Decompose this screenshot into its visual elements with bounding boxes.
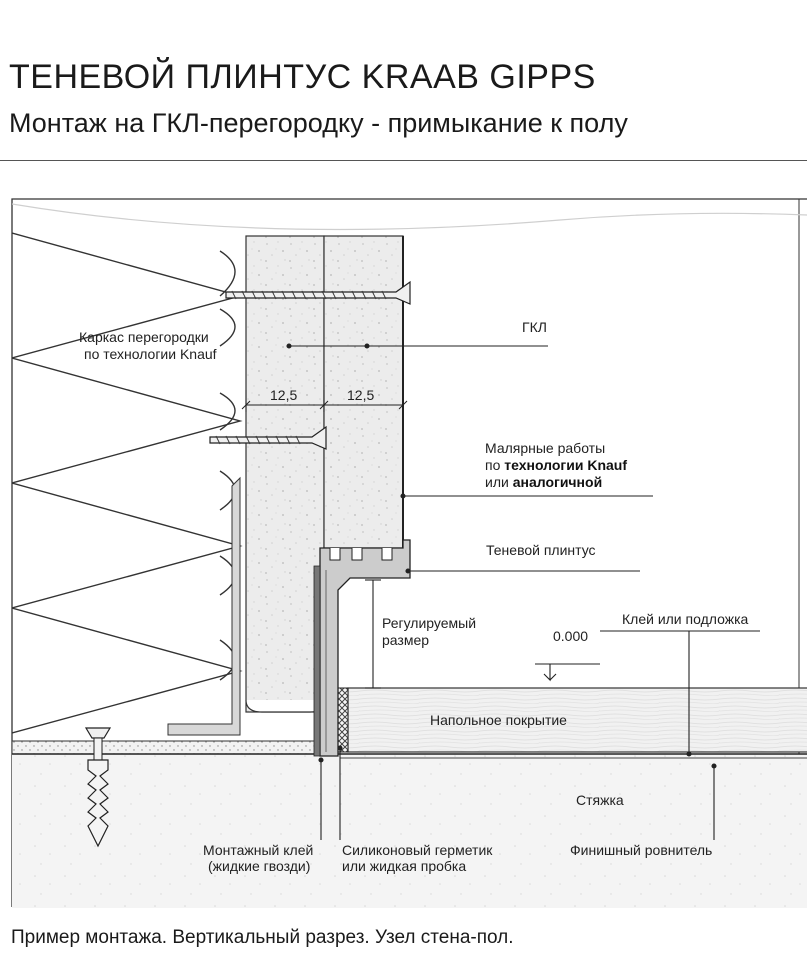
level-mark-label: 0.000 <box>553 628 588 644</box>
frame-label-line1: Каркас перегородки <box>79 329 209 345</box>
paint-label-line3: или аналогичной <box>485 474 602 490</box>
screed <box>12 754 807 908</box>
base-layer <box>12 740 319 755</box>
frame-label-line2: по технологии Knauf <box>84 346 217 362</box>
silicone-label-line1: Силиконовый герметик <box>342 842 493 858</box>
page-subtitle: Монтаж на ГКЛ-перегородку - примыкание к… <box>9 108 628 138</box>
dimension-lines <box>241 390 408 412</box>
shadow-plinth-label: Теневой плинтус <box>486 542 596 558</box>
finish-leveler-label: Финишный ровнитель <box>570 842 712 858</box>
adjustable-label-line2: размер <box>382 632 429 648</box>
dowel-anchor <box>84 727 112 848</box>
figure-caption: Пример монтажа. Вертикальный разрез. Узе… <box>11 927 514 948</box>
dimension-left-label: 12,5 <box>270 387 297 403</box>
floor-covering <box>347 687 807 753</box>
header-divider <box>0 160 807 161</box>
page-title: ТЕНЕВОЙ ПЛИНТУС KRAAB GIPPS <box>9 58 596 96</box>
floor-covering-label: Напольное покрытие <box>430 712 567 728</box>
mount-glue-label-line1: Монтажный клей <box>203 842 313 858</box>
screw-middle <box>209 425 327 450</box>
gkl-boards <box>245 235 404 713</box>
dimension-right-label: 12,5 <box>347 387 374 403</box>
shadow-plinth-profile <box>313 539 411 757</box>
silicone-label-line2: или жидкая пробка <box>342 858 466 874</box>
frame-insulation <box>12 232 243 734</box>
glue-underlay-label: Клей или подложка <box>622 611 749 627</box>
screed-label: Стяжка <box>576 792 624 808</box>
screw-top <box>225 280 411 305</box>
gkl-label: ГКЛ <box>522 319 547 335</box>
leader-lines <box>286 343 760 840</box>
paint-label-line2: по технологии Knauf <box>485 457 627 473</box>
adjustable-label-line1: Регулируемый <box>382 615 476 631</box>
section-cut-line <box>12 203 807 231</box>
paint-label-line1: Малярные работы <box>485 440 605 456</box>
metal-profile <box>167 476 241 736</box>
mount-glue-label-line2: (жидкие гвозди) <box>208 858 310 874</box>
